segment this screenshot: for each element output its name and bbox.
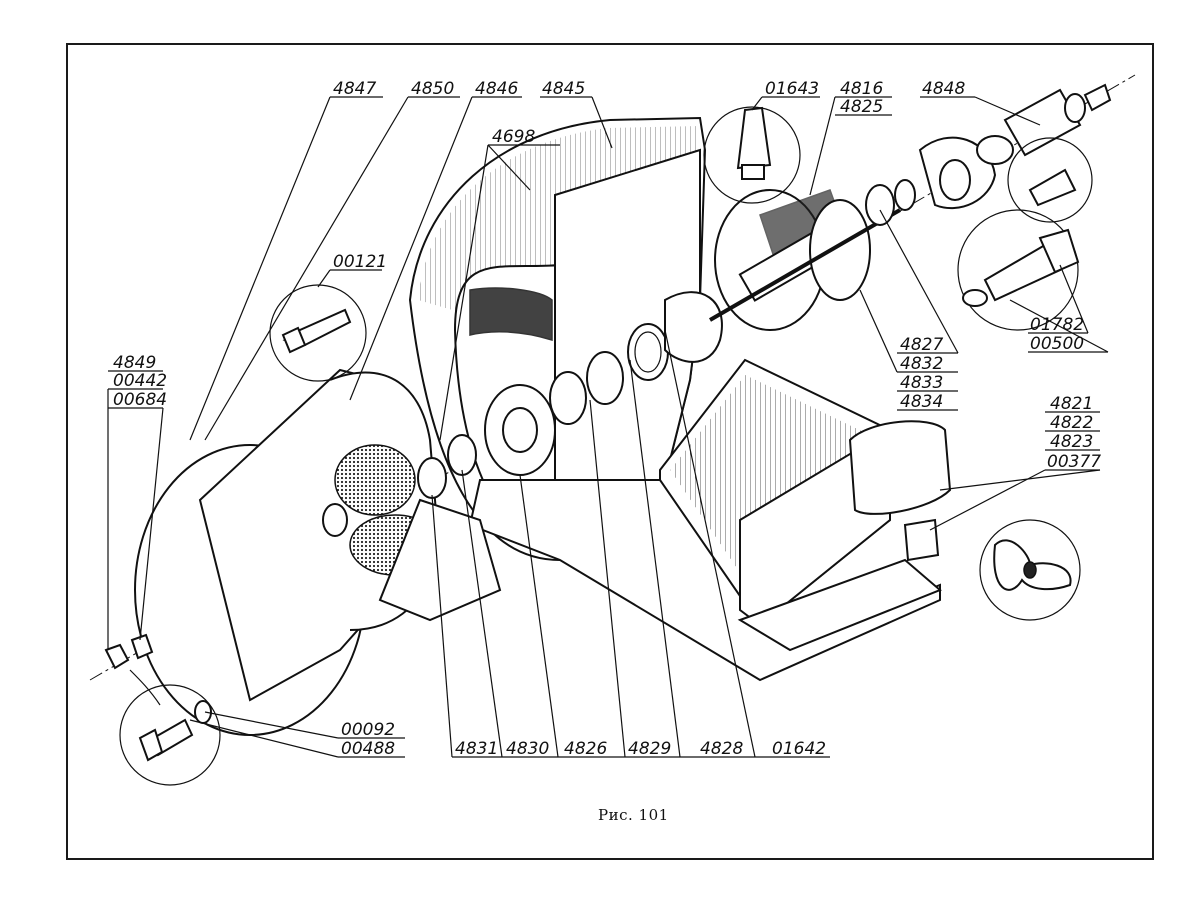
label-01782: 01782 xyxy=(1030,315,1084,335)
label-4826: 4826 xyxy=(564,739,607,759)
detail-bolt-upper xyxy=(1007,137,1093,223)
label-4834: 4834 xyxy=(900,392,943,412)
figure-caption: Рис. 101 xyxy=(598,806,669,824)
leader-lines xyxy=(107,96,1109,758)
label-4846: 4846 xyxy=(475,79,518,99)
label-4848: 4848 xyxy=(922,79,965,99)
label-00121: 00121 xyxy=(333,252,387,272)
axis-rings xyxy=(417,291,723,499)
coupling xyxy=(918,83,1112,210)
outlet-trough xyxy=(659,358,952,652)
label-00488: 00488 xyxy=(341,739,395,759)
scroll-housing xyxy=(408,116,941,682)
label-4845: 4845 xyxy=(542,79,585,99)
label-4850: 4850 xyxy=(411,79,454,99)
rotor-assembly xyxy=(708,179,916,331)
label-4831: 4831 xyxy=(455,739,498,759)
callout-labels: 4847 4850 4846 4845 4698 00121 01643 481… xyxy=(113,79,1101,759)
label-01643: 01643 xyxy=(765,79,819,99)
detail-wingnut-00377 xyxy=(979,519,1081,621)
label-4698: 4698 xyxy=(492,127,535,147)
detail-bolt-00092 xyxy=(119,684,221,786)
detail-bolt-00121 xyxy=(269,284,367,382)
figure-frame xyxy=(66,43,1154,860)
detail-nozzle-01643 xyxy=(703,106,801,204)
label-4830: 4830 xyxy=(506,739,549,759)
label-4847: 4847 xyxy=(333,79,376,99)
label-4816: 4816 xyxy=(840,79,883,99)
label-4822: 4822 xyxy=(1050,413,1093,433)
label-4825: 4825 xyxy=(840,97,883,117)
label-01642: 01642 xyxy=(772,739,826,759)
label-4823: 4823 xyxy=(1050,432,1093,452)
label-4849: 4849 xyxy=(113,353,156,373)
label-4829: 4829 xyxy=(628,739,671,759)
label-00500: 00500 xyxy=(1030,334,1084,354)
detail-bolt-01782 xyxy=(957,209,1080,331)
label-4821: 4821 xyxy=(1050,394,1093,414)
label-00377: 00377 xyxy=(1047,452,1101,472)
label-00092: 00092 xyxy=(341,720,395,740)
label-00684: 00684 xyxy=(113,390,167,410)
label-00442: 00442 xyxy=(113,371,167,391)
label-4828: 4828 xyxy=(700,739,743,759)
label-4832: 4832 xyxy=(900,354,943,374)
label-4833: 4833 xyxy=(900,373,943,393)
nut-00442 xyxy=(104,633,161,706)
label-4827: 4827 xyxy=(900,335,943,355)
